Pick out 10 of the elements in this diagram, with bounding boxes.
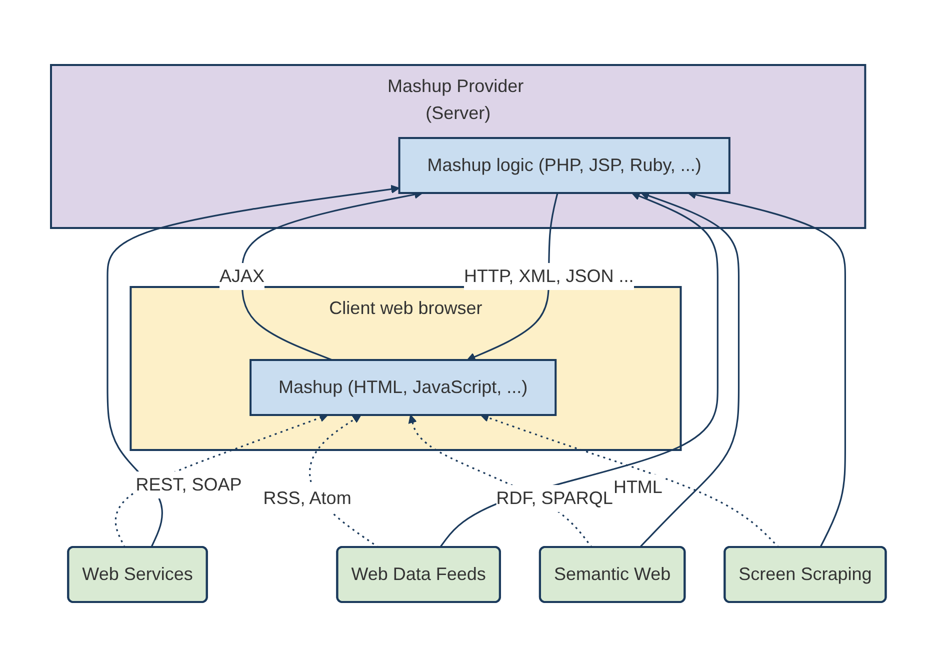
edge-label: HTTP, XML, JSON ... [464, 266, 634, 286]
edge-label: RSS, Atom [262, 488, 351, 508]
edge-label: HTML [613, 476, 662, 497]
arrow [114, 413, 328, 548]
node-box: Mashup (HTML, JavaScript, ...) [249, 358, 556, 416]
edge-label: AJAX [219, 266, 264, 286]
node-box: Mashup logic (PHP, JSP, Ruby, ...) [398, 136, 730, 194]
edge-label: REST, SOAP [135, 474, 242, 494]
edge-label: RDF, SPARQL [496, 488, 613, 508]
arrow [638, 191, 740, 548]
